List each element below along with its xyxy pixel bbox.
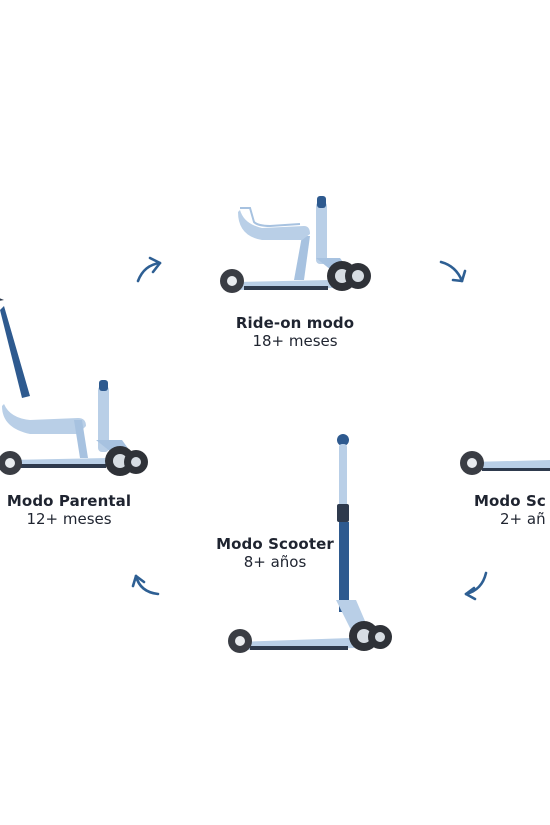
mode-age: 18+ meses [252,332,338,351]
mode-title: Ride-on modo [235,314,355,332]
mode-age: 12+ meses [26,510,112,529]
mode-age: 2+ añ [500,510,546,529]
scooter-illustration [228,434,392,653]
scooter-mode-label: Modo Scooter 8+ años [200,535,350,572]
cycle-arrow-icon [439,260,467,283]
ride-on-scooter-illustration [220,196,371,293]
parental-mode-label: Modo Parental 12+ meses [0,492,144,529]
cycle-arrow-icon [131,574,160,596]
cycle-arrow-icon [464,571,488,601]
mode-title: Modo Sc [474,492,546,510]
mode-title: Modo Scooter [216,535,334,553]
mode-title: Modo Parental [6,492,132,510]
scooter-junior-mode-label: Modo Sc 2+ añ [474,492,550,529]
mode-age: 8+ años [243,553,307,572]
cycle-arrow-icon [136,256,162,283]
junior-scooter-illustration [460,451,550,475]
ride-on-mode-label: Ride-on modo 18+ meses [225,314,365,351]
parental-scooter-illustration [0,298,148,476]
